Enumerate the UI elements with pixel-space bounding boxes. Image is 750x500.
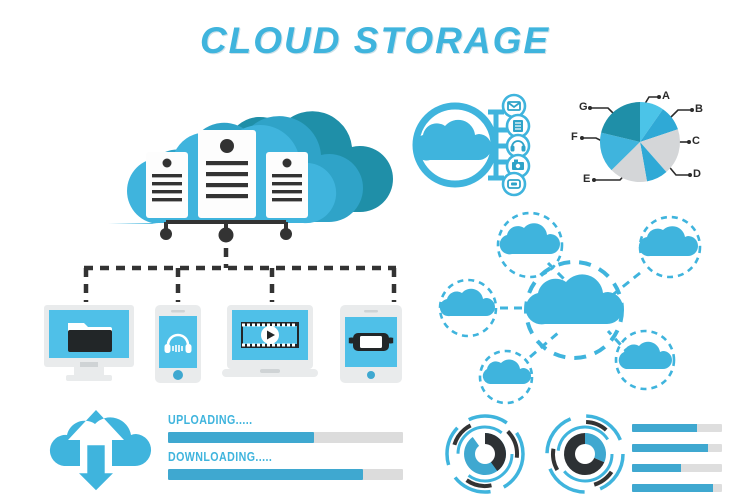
device-smartphone[interactable] <box>155 305 201 383</box>
upload-progress-group: UPLOADING..... <box>168 412 403 443</box>
headphones-icon <box>164 333 192 353</box>
download-progress-group: DOWNLOADING..... <box>168 449 403 480</box>
download-progress-fill <box>168 469 364 480</box>
upload-progress-track[interactable] <box>168 432 403 443</box>
device-laptop[interactable] <box>222 305 318 383</box>
network-node-center <box>524 260 624 360</box>
mini-bar-1[interactable] <box>632 424 722 432</box>
pie-label-e: E <box>583 173 591 185</box>
gamepad-icon <box>348 333 394 351</box>
mini-bar-2[interactable] <box>632 444 722 452</box>
mini-bar-1-fill <box>632 424 697 432</box>
pie-label-c: C <box>692 135 700 147</box>
mini-bar-2-fill <box>632 444 708 452</box>
network-node-bottom-right <box>614 329 676 391</box>
network-node-top-right <box>638 215 702 279</box>
pie-label-a: A <box>662 90 670 102</box>
cloud-transfer-icon <box>34 408 164 494</box>
upload-progress-fill <box>168 432 314 443</box>
download-arrow <box>76 444 116 492</box>
cloud-network-diagram <box>430 205 720 405</box>
page-title: CLOUD STORAGE <box>199 20 551 61</box>
service-icon-video <box>505 153 531 179</box>
pie-label-d: D <box>693 168 701 180</box>
download-label: DOWNLOADING..... <box>168 449 273 464</box>
mini-bar-4-fill <box>632 484 713 492</box>
upload-arrow-cloud <box>49 410 152 467</box>
service-icon-mail <box>501 93 527 119</box>
cloud-server-cluster <box>60 82 400 252</box>
device-tree-connector <box>60 248 410 308</box>
device-desktop[interactable] <box>44 305 134 383</box>
network-node-top <box>496 211 564 279</box>
cloud-icon <box>413 119 492 161</box>
download-progress-track[interactable] <box>168 469 403 480</box>
service-icon-document <box>505 113 531 139</box>
upload-label: UPLOADING..... <box>168 412 253 427</box>
device-tablet[interactable] <box>340 305 402 383</box>
folder-icon <box>68 323 112 352</box>
server-connector-nodes <box>160 227 292 243</box>
server-card-right <box>266 152 308 218</box>
mini-bar-3[interactable] <box>632 464 722 472</box>
donut-chart-left <box>440 412 530 496</box>
pie-leader-dots <box>580 95 694 182</box>
server-card-center <box>198 130 256 218</box>
service-icon-audio <box>505 133 531 159</box>
pie-label-b: B <box>695 103 703 115</box>
network-node-bottom-left <box>478 349 534 405</box>
network-node-left <box>438 278 498 338</box>
mini-bar-4[interactable] <box>632 484 722 492</box>
video-play-icon <box>241 322 299 348</box>
server-card-left <box>146 152 188 218</box>
pie-label-f: F <box>571 131 578 143</box>
donut-chart-right <box>540 412 630 496</box>
mini-bar-chart <box>632 424 722 492</box>
pie-slices <box>599 102 680 183</box>
pie-label-g: G <box>579 101 588 113</box>
cloud-services-ring <box>408 90 538 197</box>
service-icon-photo <box>501 171 527 197</box>
mini-bar-3-fill <box>632 464 681 472</box>
pie-chart: A B C D E F G <box>552 80 722 200</box>
